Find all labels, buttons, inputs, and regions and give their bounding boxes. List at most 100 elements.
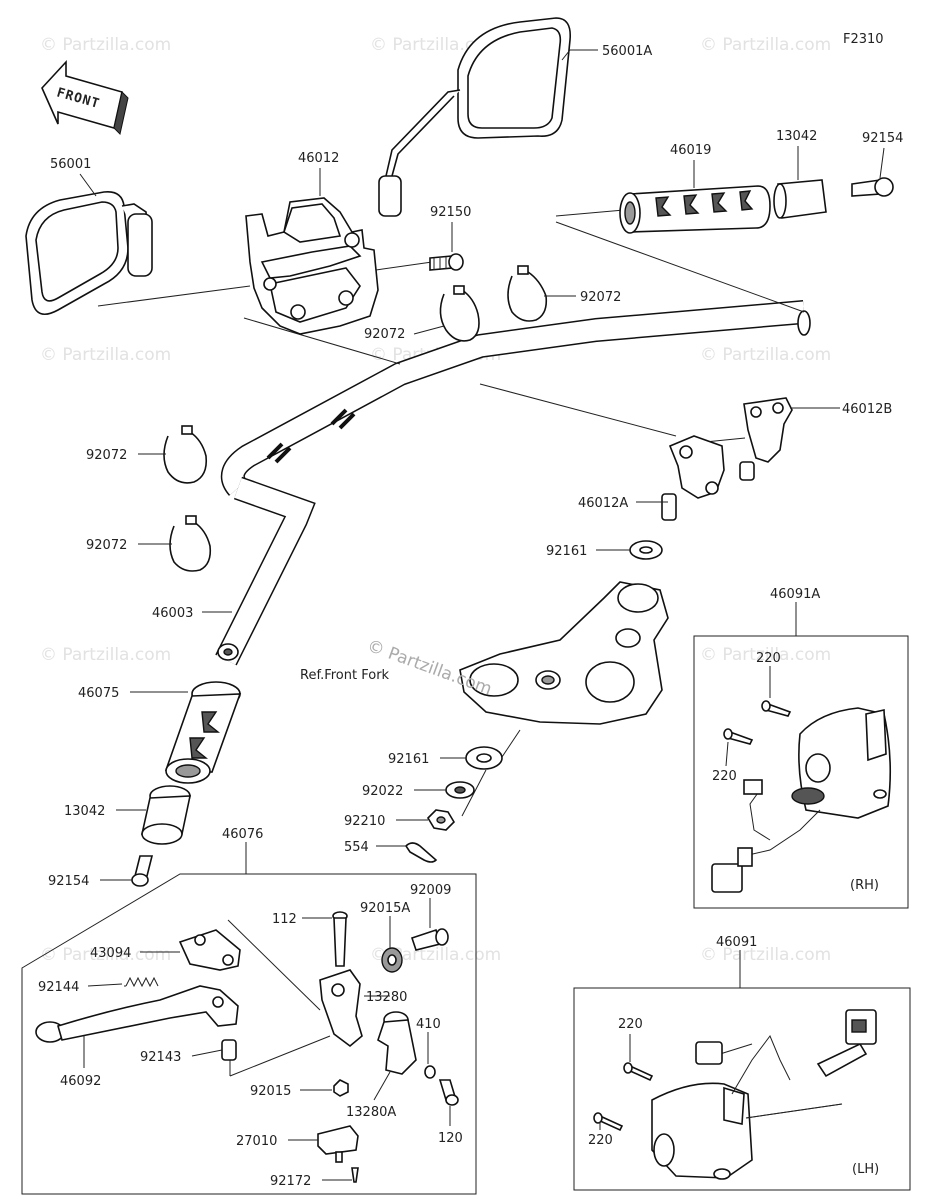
washer-92022 bbox=[445, 781, 475, 799]
part-number: 46092 bbox=[60, 1074, 101, 1089]
part-number: 220 bbox=[712, 769, 737, 784]
upper-triple-clamp bbox=[459, 581, 669, 725]
watermark: © Partzilla.com bbox=[40, 945, 171, 965]
clamp-band bbox=[439, 285, 480, 342]
watermark: © Partzilla.com bbox=[40, 35, 171, 55]
clutch-lever-46092 bbox=[35, 985, 239, 1043]
part-number: 13042 bbox=[776, 129, 817, 144]
lever-assembly-box bbox=[21, 873, 477, 1195]
part-number: 410 bbox=[416, 1017, 441, 1032]
clamp-13280A bbox=[377, 1011, 417, 1075]
bolt-112 bbox=[332, 911, 348, 967]
part-number: 92072 bbox=[364, 327, 405, 342]
clamp-13280 bbox=[319, 969, 363, 1048]
watermark: © Partzilla.com bbox=[700, 345, 831, 365]
screw-220 bbox=[593, 1112, 624, 1132]
left-switch-housing bbox=[651, 1009, 877, 1180]
watermark: © Partzilla.com bbox=[370, 945, 501, 965]
part-number: 46012A bbox=[578, 496, 628, 511]
clamp-band bbox=[169, 515, 212, 572]
watermark: © Partzilla.com bbox=[700, 945, 831, 965]
part-number: 92072 bbox=[86, 538, 127, 553]
cotter-pin bbox=[404, 842, 438, 863]
switch-27010 bbox=[317, 1125, 359, 1163]
handlebar-holder-lower bbox=[661, 435, 725, 521]
part-number: 554 bbox=[344, 840, 369, 855]
part-number: 92143 bbox=[140, 1050, 181, 1065]
part-number: 92015A bbox=[360, 901, 410, 916]
part-number: 46075 bbox=[78, 686, 119, 701]
guide-lines bbox=[97, 209, 805, 817]
screw-220 bbox=[723, 728, 754, 745]
part-number: 220 bbox=[618, 1017, 643, 1032]
lever-guides bbox=[227, 919, 331, 1077]
right-grip bbox=[619, 185, 771, 234]
part-number: 112 bbox=[272, 912, 297, 927]
right-switch-housing bbox=[711, 707, 892, 893]
watermark: © Partzilla.com bbox=[700, 35, 831, 55]
lever-bracket-43094 bbox=[178, 929, 241, 971]
part-number: 92022 bbox=[362, 784, 403, 799]
leader-lines bbox=[79, 49, 885, 1181]
part-number: 92210 bbox=[344, 814, 385, 829]
part-number: 46019 bbox=[670, 143, 711, 158]
bar-end-weight bbox=[773, 179, 827, 219]
part-number: 92072 bbox=[86, 448, 127, 463]
nut-92015 bbox=[333, 1079, 349, 1097]
mirror-left bbox=[25, 190, 153, 316]
part-number: 27010 bbox=[236, 1134, 277, 1149]
part-number: 46091 bbox=[716, 935, 757, 950]
part-number: 13280 bbox=[366, 990, 407, 1005]
part-number: 13042 bbox=[64, 804, 105, 819]
part-number: 56001 bbox=[50, 157, 91, 172]
part-number: 92154 bbox=[862, 131, 903, 146]
part-number: 220 bbox=[756, 651, 781, 666]
part-number: 43094 bbox=[90, 946, 131, 961]
washer bbox=[465, 746, 503, 770]
screw-220 bbox=[761, 700, 792, 717]
screw-92172 bbox=[351, 1167, 359, 1183]
part-number: 92015 bbox=[250, 1084, 291, 1099]
rh-box-label: (RH) bbox=[850, 878, 879, 893]
washer-410 bbox=[424, 1065, 436, 1079]
left-switch-box bbox=[573, 987, 911, 1191]
part-number: 46012B bbox=[842, 402, 892, 417]
clamp-band bbox=[507, 265, 548, 322]
part-number: 92072 bbox=[580, 290, 621, 305]
spring-92144 bbox=[125, 976, 159, 988]
bolt-92154 bbox=[131, 855, 154, 887]
watermark: © Partzilla.com bbox=[700, 645, 831, 665]
mirror-right bbox=[378, 17, 572, 217]
bolt-92154 bbox=[851, 177, 894, 197]
part-number: 46091A bbox=[770, 587, 820, 602]
bolt-120 bbox=[438, 1079, 459, 1106]
reference-front-fork: Ref.Front Fork bbox=[300, 668, 390, 683]
part-number: 46076 bbox=[222, 827, 263, 842]
part-number: 120 bbox=[438, 1131, 463, 1146]
watermark: © Partzilla.com bbox=[40, 645, 171, 665]
part-number: 92009 bbox=[410, 883, 451, 898]
right-switch-box bbox=[693, 635, 909, 909]
left-grip bbox=[164, 681, 242, 784]
part-number: 92161 bbox=[546, 544, 587, 559]
part-number: 56001A bbox=[602, 44, 652, 59]
part-number: 92144 bbox=[38, 980, 79, 995]
lh-box-label: (LH) bbox=[852, 1162, 879, 1177]
part-number: 92172 bbox=[270, 1174, 311, 1189]
bar-end-weight bbox=[141, 785, 191, 845]
watermark-layer: © Partzilla.com © Partzilla.com © Partzi… bbox=[40, 35, 831, 965]
washer bbox=[629, 540, 663, 560]
part-number: 220 bbox=[588, 1133, 613, 1148]
watermark: © Partzilla.com bbox=[40, 345, 171, 365]
handlebar bbox=[215, 300, 811, 666]
part-number: 92161 bbox=[388, 752, 429, 767]
handlebar-holder-upper bbox=[739, 397, 793, 481]
part-labels: 56001A 56001 46012 92150 46019 13042 921… bbox=[38, 44, 903, 1189]
front-arrow-icon: FRONT bbox=[41, 59, 129, 135]
bushing-92015A bbox=[381, 947, 403, 973]
nut-92210 bbox=[426, 809, 456, 831]
master-cylinder-bracket bbox=[245, 197, 379, 335]
part-number: 92154 bbox=[48, 874, 89, 889]
part-number: 13280A bbox=[346, 1105, 396, 1120]
